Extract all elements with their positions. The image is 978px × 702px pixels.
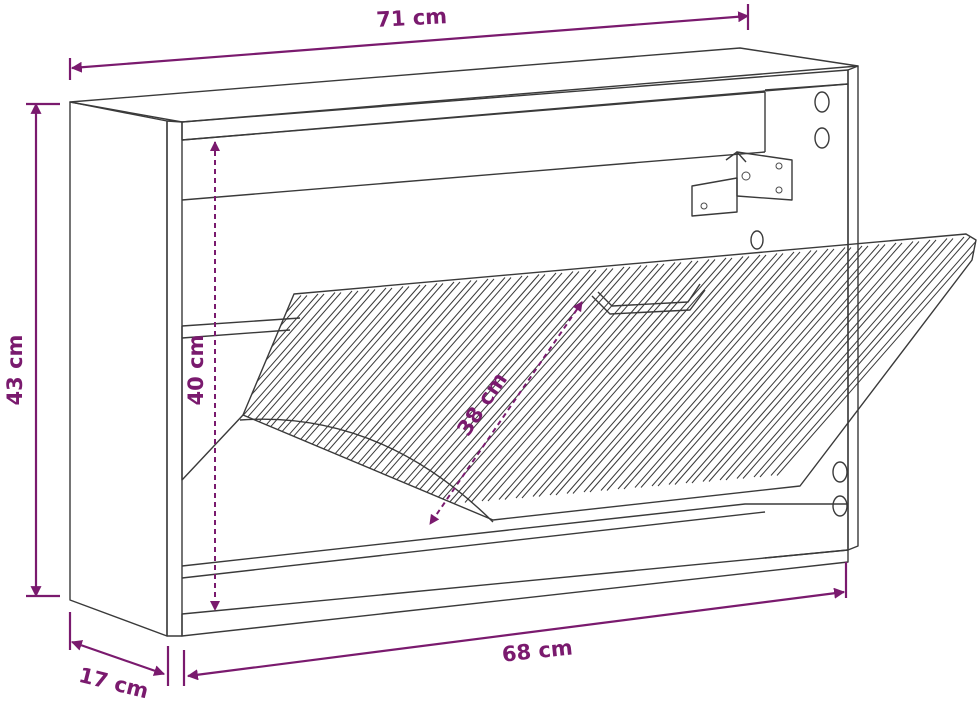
flap-rib — [583, 251, 795, 493]
flap-rib — [674, 244, 886, 485]
dim-line-width-top — [70, 11, 750, 73]
flap-rib — [634, 247, 846, 488]
flap-rib — [243, 287, 387, 520]
flap-rib — [243, 290, 359, 520]
dim-label-depth: 17 cm — [76, 663, 151, 702]
dim-line-inner-width — [186, 587, 846, 681]
dim-label-height: 43 cm — [3, 335, 27, 406]
flap-rib — [617, 248, 829, 490]
flap-rib — [719, 239, 931, 481]
flap-rib — [736, 238, 948, 479]
dim-label-inner-height: 40 cm — [184, 335, 208, 406]
flap-rib — [243, 290, 353, 520]
dimension-lines — [26, 4, 848, 686]
flap-rib — [243, 292, 342, 520]
tilting-flap — [239, 233, 977, 523]
flap-rib — [243, 289, 376, 520]
flap-rib — [243, 286, 410, 520]
flap-rib — [685, 242, 897, 484]
flap-rib — [708, 241, 920, 482]
flap-rib — [606, 250, 818, 491]
flap-rib — [623, 248, 835, 490]
flap-rib — [657, 245, 869, 487]
flap-rib — [243, 299, 257, 520]
flap-rib — [243, 289, 370, 520]
flap-rib — [249, 281, 461, 520]
flap-rib — [776, 235, 976, 476]
dim-label-inner-width: 68 cm — [501, 635, 574, 666]
dim-label-width-top: 71 cm — [376, 4, 448, 32]
flap-rib — [243, 286, 404, 520]
cabinet-body — [69, 47, 859, 637]
flap-rib — [243, 284, 421, 520]
flap-rib — [691, 242, 903, 484]
flap-rib — [243, 293, 319, 520]
flap-rib — [243, 299, 251, 520]
flap-rib — [243, 283, 438, 520]
dim-line-depth — [70, 640, 166, 676]
hinge-bracket — [691, 151, 793, 217]
flap-rib — [555, 254, 767, 496]
flap-rib — [600, 250, 812, 491]
flap-rib — [668, 244, 880, 485]
flap-rib — [243, 298, 274, 520]
flap-rib — [753, 236, 965, 478]
flap-rib — [549, 254, 761, 496]
flap-rib — [702, 241, 914, 482]
flap-rib — [640, 247, 852, 488]
flap-rib — [742, 238, 954, 479]
flap-rib — [759, 236, 971, 478]
flap-rib — [243, 293, 325, 520]
flap-rib — [651, 245, 863, 487]
mounting-holes — [750, 91, 848, 517]
flap-rib — [243, 287, 393, 520]
flap-rib — [589, 251, 801, 493]
flap-rib — [243, 292, 336, 520]
flap-rib — [725, 239, 937, 481]
flap-rib — [243, 283, 444, 520]
flap-rib — [572, 253, 784, 494]
flap-rib — [770, 235, 976, 476]
flap-rib — [566, 253, 778, 494]
